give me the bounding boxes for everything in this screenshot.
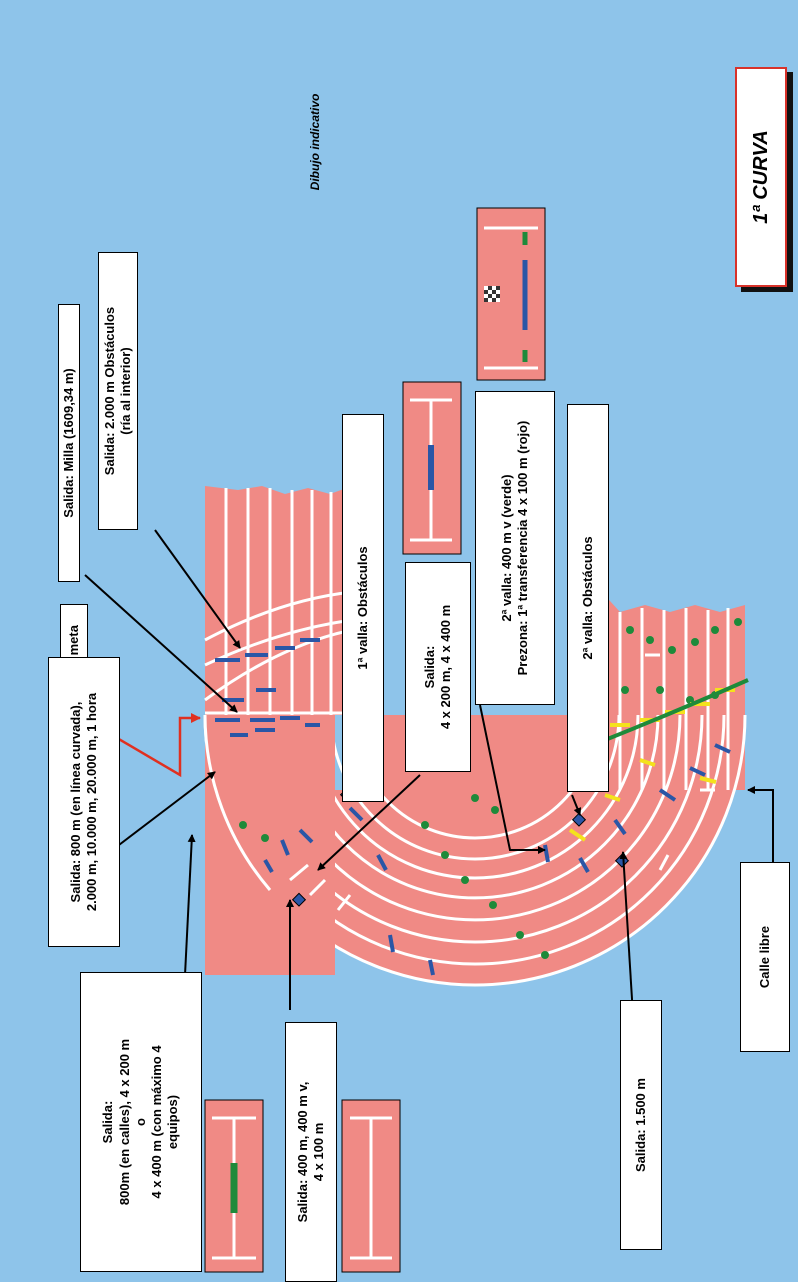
start-apron [205, 715, 335, 975]
label-valla2-400: 2ª valla: 400 m v (verde) Prezona: 1ª tr… [475, 391, 555, 705]
calle-libre-line [604, 678, 749, 742]
blue-marks [215, 638, 731, 976]
label-relevos: Salida: 4 x 200 m, 4 x 400 m [405, 562, 471, 772]
straight-track [204, 486, 353, 715]
label-s400: Salida: 400 m, 400 m v, 4 x 100 m [285, 1022, 337, 1282]
thumb-green [204, 1099, 264, 1273]
label-calle-libre: Calle libre [740, 862, 790, 1052]
thumb-top [402, 381, 462, 555]
finish-arrow [94, 713, 201, 778]
callout-arrows [84, 529, 774, 1131]
thumb-flag [476, 207, 546, 381]
start-marks [289, 653, 715, 911]
label-s800: Salida: 800 m (en línea curvada), 2.000 … [48, 657, 120, 947]
label-obst2000: Salida: 2.000 m Obstáculos (ría al inter… [98, 252, 138, 530]
page-title: 1ª CURVA [749, 130, 772, 224]
green-dots [239, 618, 742, 959]
subtitle: Dibujo indicativo [307, 93, 322, 191]
label-valla2: 2ª valla: Obstáculos [567, 404, 609, 792]
label-valla1: 1ª valla: Obstáculos [342, 414, 384, 802]
thumb-plain [341, 1099, 401, 1273]
label-s1500: Salida: 1.500 m [620, 1000, 662, 1250]
checkered-flag-icon [484, 286, 500, 302]
label-s800calles: Salida: 800m (en calles), 4 x 200 m o 4 … [80, 972, 202, 1272]
title-box: 1ª CURVA [735, 67, 787, 287]
label-milla: Salida: Milla (1609,34 m) [58, 304, 80, 582]
